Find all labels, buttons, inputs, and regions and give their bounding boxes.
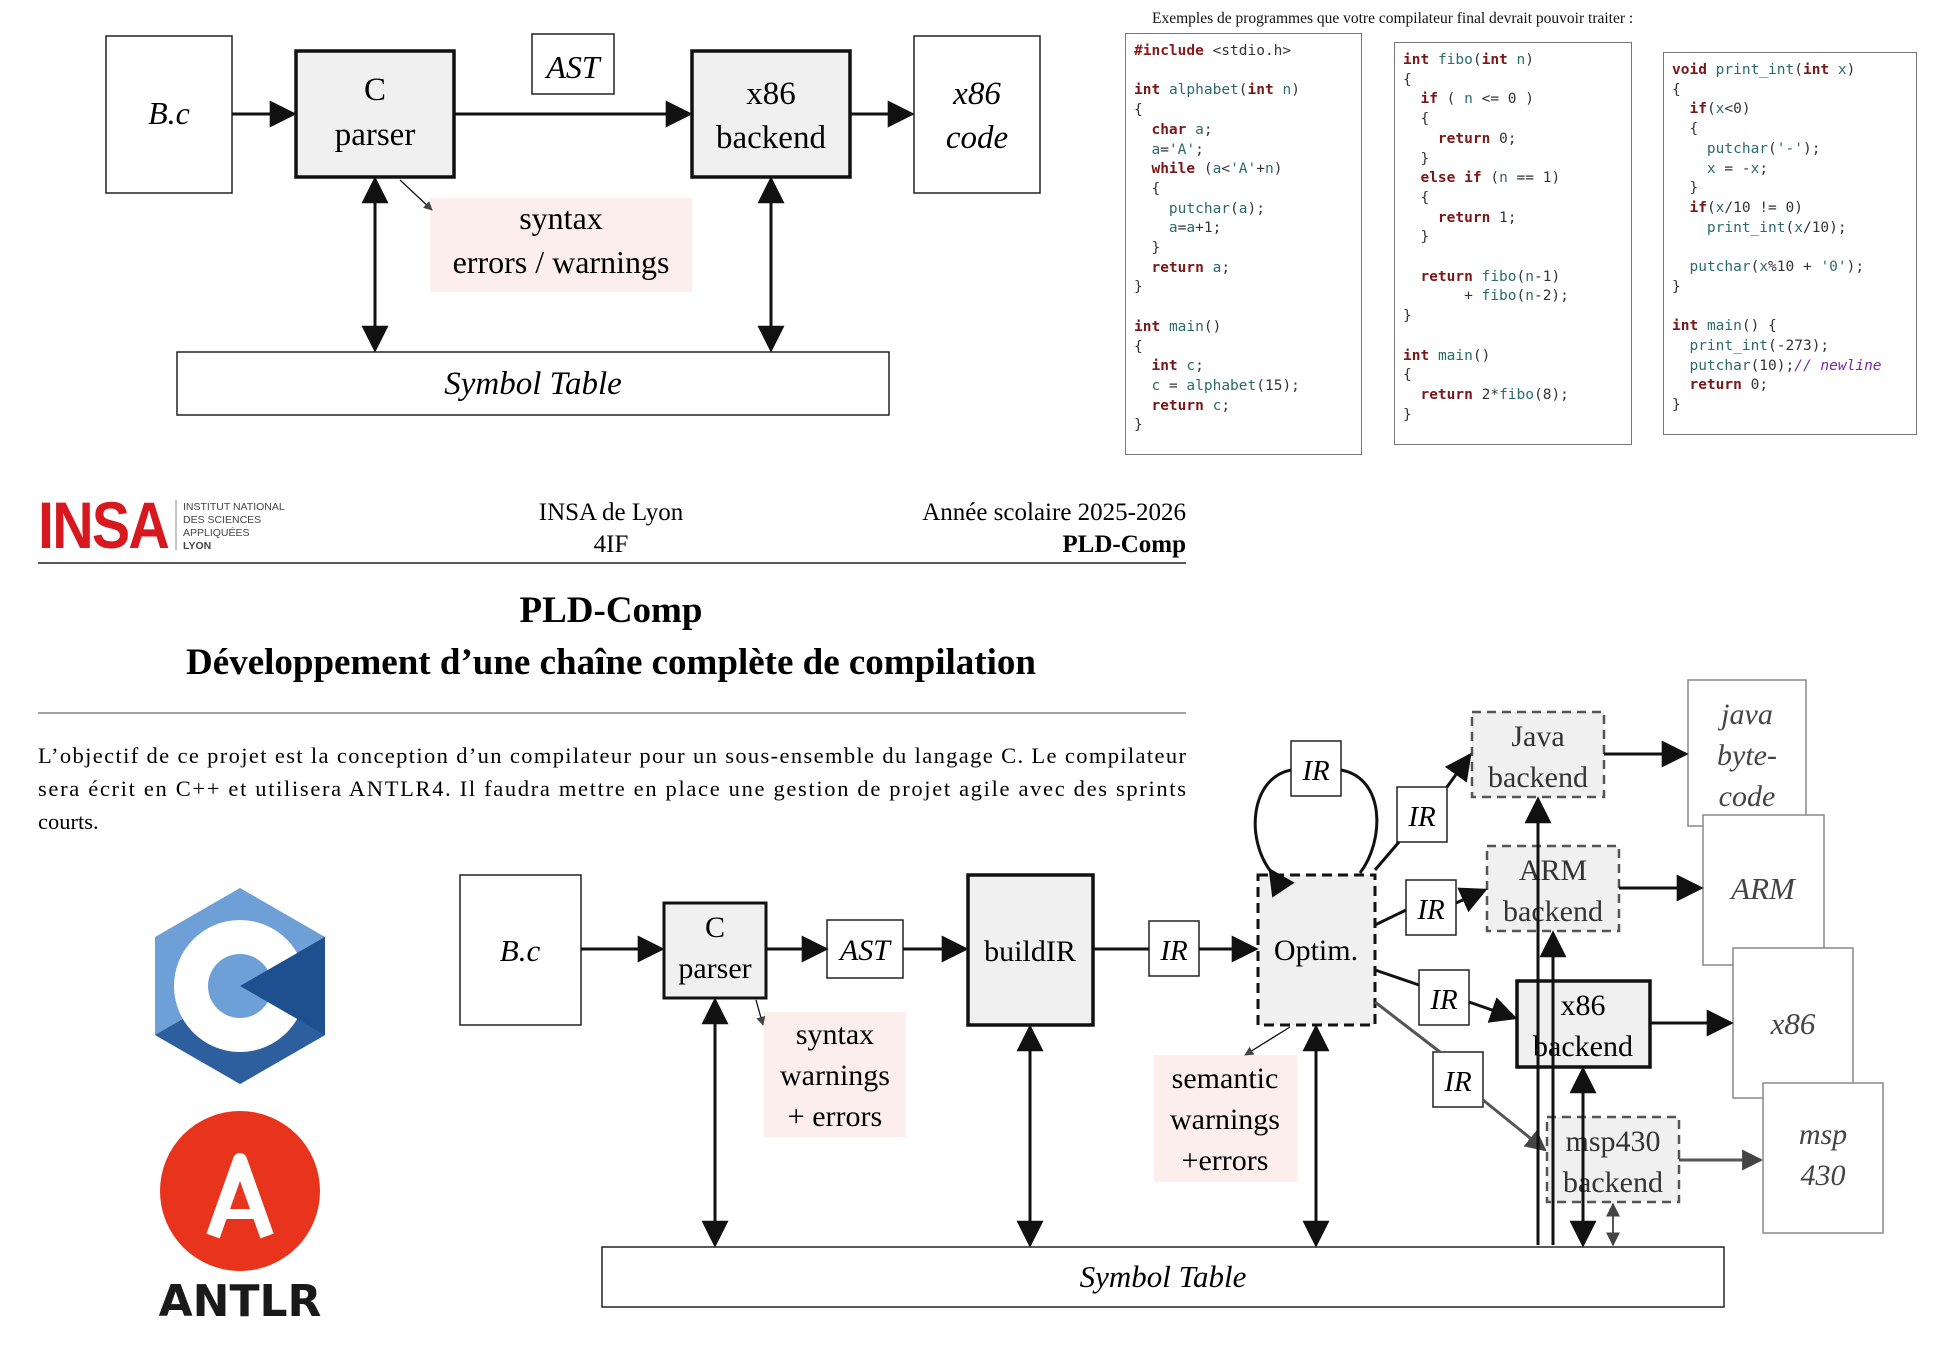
- top-code-line1: x86: [952, 76, 1001, 112]
- bottom-parser-line2: parser: [678, 952, 751, 985]
- top-code-box: [913, 35, 1041, 194]
- title-line1: PLD-Comp: [520, 590, 703, 631]
- examples-caption: Exemples de programmes que votre compila…: [1152, 10, 1634, 27]
- c-language-logo: [155, 888, 325, 1084]
- bottom-ast-label: AST: [838, 934, 892, 967]
- java-output-box: [1687, 679, 1807, 827]
- x86-output-label: x86: [1770, 1006, 1816, 1041]
- x86-backend-line1: x86: [1561, 989, 1606, 1022]
- insa-logo-sub3: APPLIQUÉES: [183, 526, 250, 539]
- top-symbol-table-box: [176, 351, 890, 416]
- header-school: INSA de Lyon: [539, 499, 684, 526]
- top-source-box: [105, 35, 233, 194]
- arm-backend-line1: ARM: [1519, 854, 1587, 887]
- ir-label-java: IR: [1407, 801, 1436, 833]
- ir-box-x86: [1418, 969, 1470, 1026]
- ir-box-arm: [1405, 879, 1457, 936]
- antlr-logo-text: ANTLR: [159, 1276, 322, 1327]
- insa-logo: INSA: [38, 488, 168, 562]
- arm-output-box: [1702, 814, 1825, 966]
- insa-logo-sub2: DES SCIENCES: [183, 514, 261, 526]
- header-course: PLD-Comp: [1062, 531, 1186, 558]
- java-output-line3: code: [1719, 780, 1776, 813]
- intro-line1: L’objectif de ce projet est la conceptio…: [38, 743, 1187, 768]
- top-parser-line2: parser: [335, 117, 416, 153]
- page-header: INSA INSTITUT NATIONAL DES SCIENCES APPL…: [38, 488, 1186, 564]
- antlr-logo: ANTLR: [159, 1111, 322, 1327]
- ir-label-arm: IR: [1416, 894, 1445, 926]
- top-ast-label: AST: [544, 49, 602, 85]
- intro-line2: sera écrit en C++ et utilisera ANTLR4. I…: [38, 776, 1186, 801]
- bottom-arrows: [581, 740, 1764, 1248]
- top-code-line2: code: [946, 120, 1008, 156]
- title-block: PLD-Comp Développement d’une chaîne comp…: [38, 590, 1186, 714]
- code-example-fibo: int fibo(int n) { if ( n <= 0 ) { return…: [1394, 42, 1632, 445]
- syntax-note-line2: warnings: [780, 1059, 890, 1092]
- top-source-label: B.c: [148, 95, 190, 131]
- ir-label-msp: IR: [1443, 1066, 1472, 1098]
- msp-backend-line1: msp430: [1565, 1125, 1660, 1158]
- semantic-note-line3: +errors: [1182, 1144, 1269, 1177]
- msp-backend-line2: backend: [1563, 1166, 1663, 1199]
- top-backend-line1: x86: [746, 76, 796, 112]
- insa-logo-sub1: INSTITUT NATIONAL: [183, 501, 285, 513]
- msp-output-box: [1762, 1082, 1884, 1234]
- semantic-note: [1154, 1055, 1297, 1182]
- semantic-note-line2: warnings: [1170, 1103, 1280, 1136]
- code-example-alphabet: #include <stdio.h> int alphabet(int n) {…: [1125, 33, 1362, 455]
- optim-label: Optim.: [1274, 934, 1358, 967]
- buildir-box: [966, 873, 1095, 1027]
- syntax-note-line3: + errors: [788, 1100, 882, 1133]
- x86-backend-line2: backend: [1533, 1030, 1633, 1063]
- top-backend-line2: backend: [716, 120, 826, 156]
- bottom-symbol-table-label: Symbol Table: [1080, 1259, 1247, 1294]
- title-line2: Développement d’une chaîne complète de c…: [186, 642, 1036, 683]
- bottom-symbol-table-box: [601, 1246, 1725, 1308]
- top-errors-line2: errors / warnings: [453, 244, 670, 280]
- top-errors-note: [430, 198, 692, 292]
- syntax-note: [764, 1012, 906, 1137]
- ir-box-loop: [1290, 740, 1342, 797]
- bottom-diagram: B.c C parser AST buildIR IR Optim. IR IR…: [459, 679, 1884, 1308]
- msp-output-line1: msp: [1799, 1118, 1847, 1151]
- top-diagram: B.c C parser AST x86 backend x86 code sy…: [105, 33, 1041, 416]
- header-dept: 4IF: [594, 531, 629, 558]
- x86-output-box: [1732, 947, 1854, 1099]
- top-ast-box: [531, 33, 615, 95]
- ir-box-java: [1396, 786, 1448, 843]
- msp-backend-box: [1545, 1115, 1681, 1204]
- header-year: Année scolaire 2025-2026: [922, 499, 1186, 526]
- buildir-label: buildIR: [984, 935, 1076, 968]
- bottom-parser-line1: C: [705, 911, 725, 944]
- java-output-line2: byte-: [1717, 739, 1777, 772]
- java-backend-line1: Java: [1511, 720, 1564, 753]
- semantic-note-line1: semantic: [1172, 1062, 1279, 1095]
- java-output-line1: java: [1717, 698, 1773, 731]
- arm-backend-line2: backend: [1503, 895, 1603, 928]
- intro-paragraph: L’objectif de ce projet est la conceptio…: [38, 743, 1187, 834]
- top-parser-box: [294, 49, 456, 179]
- ir-label-loop: IR: [1301, 755, 1330, 787]
- syntax-note-line1: syntax: [796, 1018, 874, 1051]
- bottom-source-label: B.c: [500, 933, 541, 968]
- top-parser-line1: C: [364, 72, 386, 108]
- code-example-print-int: void print_int(int x) { if(x<0) { putcha…: [1663, 52, 1917, 435]
- top-backend-box: [690, 49, 852, 179]
- top-arrows: [232, 100, 915, 353]
- msp-output-line2: 430: [1801, 1159, 1846, 1192]
- ir-box-msp: [1432, 1051, 1484, 1108]
- optim-box: [1256, 873, 1377, 1027]
- top-errors-line1: syntax: [519, 200, 603, 236]
- java-backend-box: [1470, 710, 1606, 799]
- intro-line3: courts.: [38, 809, 99, 834]
- top-symbol-table-label: Symbol Table: [444, 366, 622, 402]
- java-backend-line2: backend: [1488, 761, 1588, 794]
- ir-label-main: IR: [1159, 935, 1188, 967]
- arm-output-label: ARM: [1729, 871, 1797, 906]
- insa-logo-sub4: LYON: [183, 540, 211, 552]
- ir-label-x86: IR: [1429, 984, 1458, 1016]
